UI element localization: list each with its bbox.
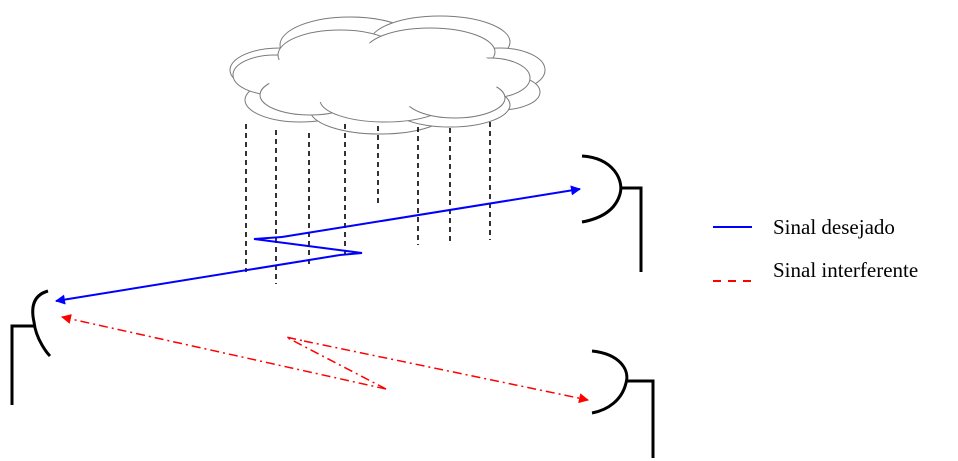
interfering-signal-to-left — [61, 314, 387, 390]
antenna-mast — [620, 186, 643, 272]
antenna-top-right — [581, 154, 643, 272]
desired-signal-uplink — [281, 185, 581, 238]
interfering-signal-to-right — [303, 340, 589, 404]
legend-label-desired: Sinal desejado — [773, 215, 895, 239]
cloud-front-layer — [232, 27, 531, 123]
dish-icon — [591, 349, 629, 415]
desired-signal-scatter — [253, 236, 363, 256]
dish-icon — [581, 154, 623, 224]
antenna-left — [10, 289, 52, 405]
rain-cloud — [229, 15, 546, 135]
antenna-mast — [10, 324, 34, 405]
antenna-bottom-right — [591, 349, 655, 458]
dish-icon — [31, 289, 52, 358]
desired-signal-downlink — [55, 254, 341, 305]
legend-label-interfering: Sinal interferente — [773, 258, 918, 282]
interfering-signal — [61, 314, 589, 404]
legend: Sinal desejado Sinal interferente — [713, 215, 918, 282]
antenna-mast — [626, 379, 655, 458]
desired-signal — [55, 185, 581, 305]
rain-drops — [245, 122, 491, 284]
interfering-signal-scatter — [285, 336, 387, 390]
